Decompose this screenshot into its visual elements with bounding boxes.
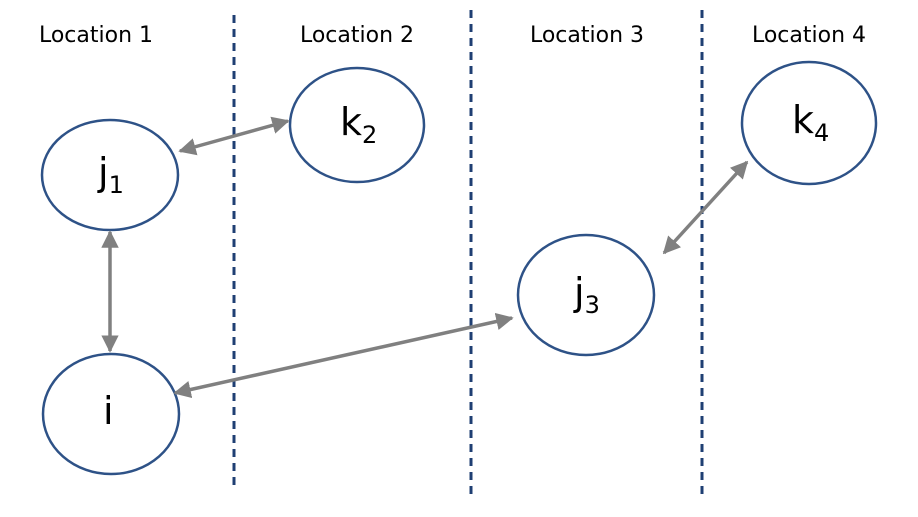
location-2-label: Location 2 xyxy=(300,23,414,48)
location-3-label: Location 3 xyxy=(530,23,644,48)
node-k2-label: k2 xyxy=(340,100,377,149)
arrow-j1-k2 xyxy=(178,116,290,156)
arrow-i-j3 xyxy=(173,312,514,399)
node-k4-label: k4 xyxy=(792,98,829,147)
node-j1-circle xyxy=(40,118,180,232)
location-4-label: Location 4 xyxy=(752,23,866,48)
node-j3-circle xyxy=(516,233,656,357)
node-k4-circle xyxy=(740,60,878,186)
node-i-circle xyxy=(41,352,181,476)
node-j1-label: j1 xyxy=(97,150,124,199)
node-i-label: i xyxy=(103,389,114,433)
location-1-label: Location 1 xyxy=(39,23,153,48)
arrow-j3-k4 xyxy=(662,160,749,255)
node-k2-circle xyxy=(288,66,426,184)
node-j3-label: j3 xyxy=(573,270,600,319)
